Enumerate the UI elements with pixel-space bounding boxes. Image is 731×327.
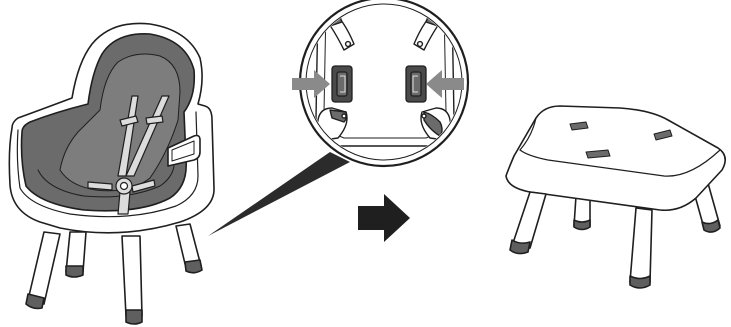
next-step-arrow <box>358 194 410 242</box>
release-latch-right <box>406 66 426 102</box>
magnifier-circle <box>292 0 468 166</box>
stool <box>506 106 725 288</box>
zoom-pointer <box>208 152 350 236</box>
release-latch-left <box>332 66 352 102</box>
high-chair <box>9 23 214 324</box>
